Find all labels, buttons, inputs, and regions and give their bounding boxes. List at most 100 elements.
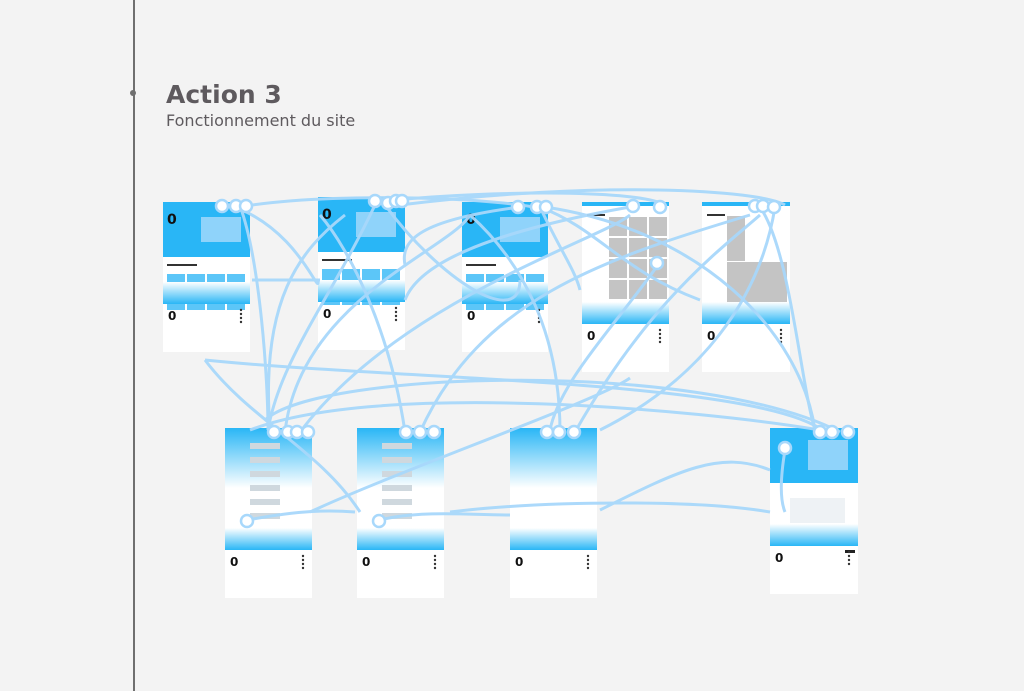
social-dot — [301, 554, 305, 558]
social-dot — [586, 566, 590, 570]
top-bar — [702, 202, 790, 206]
footer-gradient — [357, 528, 444, 550]
link-hotspot-node[interactable] — [777, 440, 793, 456]
section-heading — [322, 259, 352, 261]
link-hotspot-node[interactable] — [840, 424, 856, 440]
link-hotspot-node[interactable] — [371, 513, 387, 529]
link-hotspot-node[interactable] — [412, 424, 428, 440]
social-dot — [433, 566, 437, 570]
footer-gradient — [225, 528, 312, 550]
screen-frame[interactable]: 0 — [510, 428, 597, 598]
hero-image — [808, 440, 848, 470]
screen-frame[interactable]: 00 — [318, 197, 405, 350]
social-dot — [239, 312, 243, 316]
prototype-link — [318, 214, 407, 433]
social-dot — [847, 562, 851, 566]
prototype-link — [309, 376, 631, 514]
logo-mark: 0 — [167, 212, 177, 228]
logo-mark: 0 — [322, 207, 332, 223]
prototype-link — [399, 188, 786, 207]
link-hotspot-node[interactable] — [238, 198, 254, 214]
screen-frame[interactable]: 00 — [163, 202, 250, 352]
section-heading — [587, 214, 605, 216]
text-block — [250, 471, 280, 477]
section-heading — [167, 264, 197, 266]
prototype-link — [267, 213, 346, 431]
prototype-link — [573, 213, 761, 433]
social-dot — [394, 318, 398, 322]
prototype-link — [394, 191, 666, 207]
prototype-link — [402, 205, 521, 266]
social-dot — [433, 558, 437, 562]
social-dot — [301, 562, 305, 566]
footer-logo: 0 — [230, 555, 238, 569]
social-dot — [658, 336, 662, 340]
link-hotspot-node[interactable] — [649, 255, 665, 271]
social-dot — [394, 306, 398, 310]
text-block — [250, 457, 280, 463]
prototype-link — [539, 205, 701, 302]
prototype-link — [538, 206, 582, 291]
link-hotspot-node[interactable] — [367, 193, 383, 209]
text-block — [250, 443, 280, 449]
link-hotspot-node[interactable] — [566, 424, 582, 440]
placeholder-image — [727, 216, 745, 261]
footer-logo: 0 — [775, 551, 783, 565]
link-hotspot-node[interactable] — [551, 424, 567, 440]
placeholder-tile — [609, 280, 627, 299]
link-hotspot-node[interactable] — [426, 424, 442, 440]
footer-gradient — [163, 282, 250, 304]
link-hotspot-node[interactable] — [398, 424, 414, 440]
social-dot — [433, 554, 437, 558]
social-dot — [239, 320, 243, 324]
prototype-link — [298, 213, 631, 433]
prototype-link — [449, 501, 771, 514]
link-hotspot-node[interactable] — [766, 199, 782, 215]
section-subtitle: Fonctionnement du site — [166, 111, 356, 130]
link-hotspot-node[interactable] — [239, 513, 255, 529]
footer-logo: 0 — [168, 309, 176, 323]
text-block — [250, 499, 280, 505]
link-hotspot-node[interactable] — [538, 199, 554, 215]
text-block — [382, 457, 412, 463]
social-dot — [658, 328, 662, 332]
hero-gradient — [510, 428, 597, 488]
logo-mark: 0 — [466, 212, 476, 228]
link-hotspot-node[interactable] — [266, 424, 282, 440]
link-hotspot-node[interactable] — [394, 193, 410, 209]
text-block — [382, 499, 412, 505]
screen-frame[interactable]: 0 — [702, 202, 790, 372]
prototype-link — [379, 512, 511, 522]
prototype-link — [204, 358, 826, 434]
text-block — [382, 485, 412, 491]
social-dot — [779, 336, 783, 340]
footer-gradient — [318, 280, 405, 302]
link-hotspot-node[interactable] — [510, 199, 526, 215]
link-hotspot-node[interactable] — [625, 198, 641, 214]
section-heading — [466, 264, 496, 266]
text-block — [250, 485, 280, 491]
social-dot — [301, 566, 305, 570]
link-hotspot-node[interactable] — [652, 199, 668, 215]
prototype-link — [249, 401, 821, 432]
prototype-link — [468, 213, 562, 433]
link-hotspot-node[interactable] — [539, 424, 555, 440]
social-dot — [239, 308, 243, 312]
prototype-link — [599, 460, 771, 512]
footer-logo: 0 — [467, 309, 475, 323]
link-hotspot-node[interactable] — [300, 424, 316, 440]
link-hotspot-node[interactable] — [214, 198, 230, 214]
footer-logo: 0 — [362, 555, 370, 569]
prototype-link — [266, 204, 377, 431]
link-hotspot-node[interactable] — [812, 424, 828, 440]
social-dot — [658, 340, 662, 344]
hero-image — [201, 217, 241, 242]
top-bar — [582, 202, 669, 206]
prototype-link — [403, 205, 631, 301]
social-dot — [239, 316, 243, 320]
social-dot — [586, 558, 590, 562]
placeholder-tile — [649, 217, 667, 236]
social-dot — [779, 332, 783, 336]
link-hotspot-node[interactable] — [824, 424, 840, 440]
